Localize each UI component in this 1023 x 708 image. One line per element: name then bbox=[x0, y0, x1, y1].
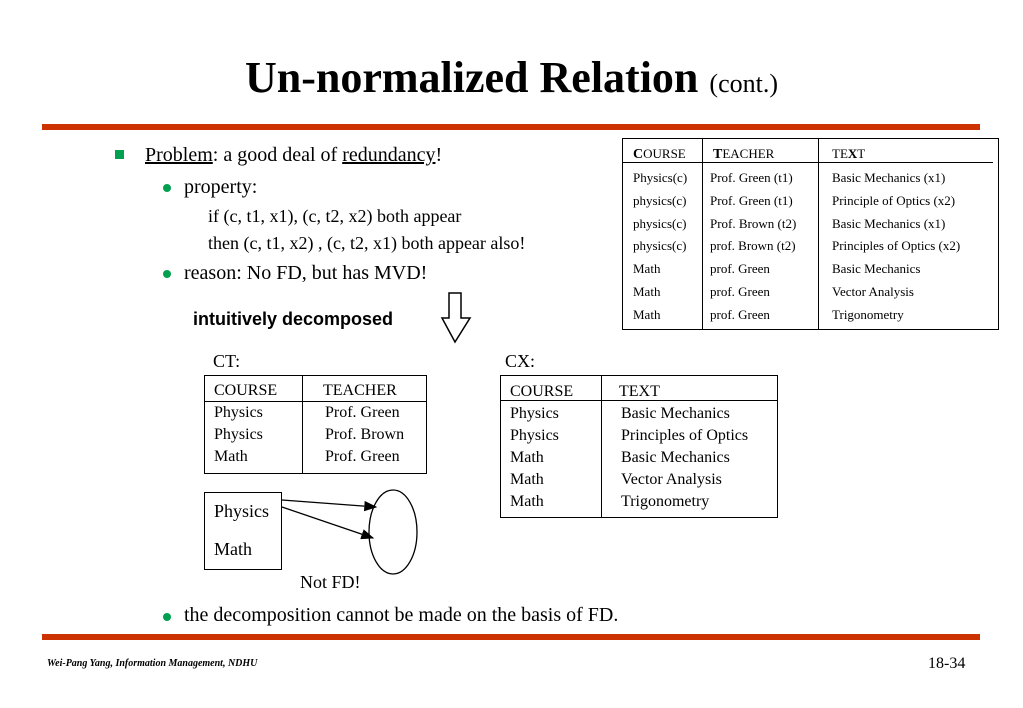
ctx-cell: physics(c) bbox=[633, 192, 687, 208]
title-main: Un-normalized Relation bbox=[245, 53, 699, 102]
square-bullet-icon bbox=[115, 150, 124, 159]
not-fd-label: Not FD! bbox=[300, 572, 361, 592]
footer-page-number: 18-34 bbox=[928, 655, 966, 672]
ctx-header-rule bbox=[623, 162, 993, 163]
arrow-physics-2 bbox=[281, 506, 375, 540]
if-line: if (c, t1, x1), (c, t2, x2) both appear bbox=[208, 206, 462, 226]
cx-cell: Trigonometry bbox=[621, 493, 710, 510]
ctx-header-text: TEXT bbox=[832, 146, 866, 161]
bottom-divider bbox=[42, 634, 980, 640]
mapping-arrows bbox=[281, 489, 418, 575]
problem-end: ! bbox=[435, 144, 443, 166]
cx-cell: Math bbox=[510, 449, 544, 466]
ct-col-divider bbox=[302, 376, 303, 473]
dot-bullet-icon bbox=[163, 613, 171, 621]
ctx-cell: prof. Green bbox=[710, 306, 770, 322]
ct-cell: Prof. Green bbox=[325, 448, 400, 465]
ctx-col-divider bbox=[702, 139, 703, 329]
ctx-cell: Math bbox=[633, 284, 661, 299]
ctx-cell: prof. Green bbox=[710, 284, 770, 299]
ct-label: CT: bbox=[213, 351, 241, 371]
ctx-cell: physics(c) bbox=[633, 238, 687, 254]
ct-cell: Physics bbox=[214, 404, 263, 421]
cx-cell: Vector Analysis bbox=[621, 471, 722, 488]
footer-author: Wei-Pang Yang, Information Management, N… bbox=[47, 658, 258, 669]
slide-title: Un-normalized Relation (cont.) bbox=[0, 52, 1023, 103]
cx-cell: Basic Mechanics bbox=[621, 449, 730, 466]
mapping-range-ellipse bbox=[368, 489, 418, 575]
dot-bullet-icon bbox=[163, 184, 171, 192]
cx-label: CX: bbox=[505, 351, 536, 371]
cx-cell: Principles of Optics bbox=[621, 427, 749, 444]
ctx-cell: Math bbox=[633, 261, 661, 277]
intuitively-label: intuitively decomposed bbox=[193, 309, 394, 329]
property-text: property: bbox=[184, 176, 258, 198]
problem-mid: : a good deal of bbox=[212, 144, 343, 166]
cx-header-course: COURSE bbox=[510, 383, 574, 400]
ctx-cell: prof. Brown (t2) bbox=[710, 238, 796, 254]
ct-header-teacher: TEACHER bbox=[323, 382, 397, 399]
mapping-item-math: Math bbox=[214, 539, 252, 559]
cx-cell: Basic Mechanics bbox=[621, 405, 730, 422]
ctx-cell: physics(c) bbox=[633, 215, 687, 231]
ctx-cell: Vector Analysis bbox=[832, 284, 914, 299]
ctx-cell: prof. Green bbox=[710, 261, 770, 277]
decomp-text: the decomposition cannot be made on the … bbox=[184, 604, 619, 626]
dot-bullet-icon bbox=[163, 270, 171, 278]
ctx-cell: Prof. Brown (t2) bbox=[710, 215, 797, 231]
cx-header-text: TEXT bbox=[619, 383, 660, 400]
mapping-domain-box: Physics Math bbox=[204, 492, 282, 570]
ct-cell: Physics bbox=[214, 426, 263, 443]
problem-word: Problem bbox=[145, 144, 213, 166]
cx-col-divider bbox=[601, 376, 602, 517]
redundancy-word: redundancy bbox=[342, 144, 436, 166]
ctx-cell: Trigonometry bbox=[832, 306, 904, 322]
arrow-physics bbox=[281, 499, 378, 512]
ctx-header-teacher: TEACHER bbox=[713, 146, 775, 162]
mapping-item-physics: Physics bbox=[214, 501, 270, 521]
ctx-table: COURSE TEACHER TEXT Physics(c) Prof. Gree… bbox=[622, 138, 999, 330]
ctx-header-course: COURSE bbox=[633, 146, 686, 162]
ct-header-course: COURSE bbox=[214, 382, 278, 399]
then-line: then (c, t1, x2) , (c, t2, x1) both appe… bbox=[208, 233, 526, 253]
cx-cell: Math bbox=[510, 471, 544, 488]
reason-text: reason: No FD, but has MVD! bbox=[184, 262, 428, 284]
ctx-cell: Basic Mechanics bbox=[832, 261, 921, 277]
top-divider bbox=[42, 124, 980, 130]
cx-header-rule bbox=[501, 400, 777, 401]
cx-cell: Physics bbox=[510, 405, 559, 422]
ct-cell: Prof. Brown bbox=[325, 426, 405, 443]
ctx-cell: Math bbox=[633, 306, 661, 322]
ctx-cell: Prof. Green (t1) bbox=[710, 170, 793, 185]
ct-cell: Math bbox=[214, 448, 248, 465]
ctx-cell: Principles of Optics (x2) bbox=[832, 238, 961, 254]
ctx-cell: Principle of Optics (x2) bbox=[832, 192, 956, 208]
down-arrow-icon bbox=[440, 292, 472, 344]
ctx-cell: Physics(c) bbox=[633, 170, 688, 185]
cx-cell: Math bbox=[510, 493, 544, 510]
cx-cell: Physics bbox=[510, 427, 559, 444]
ct-header-rule bbox=[205, 401, 426, 402]
ctx-cell: Basic Mechanics (x1) bbox=[832, 215, 946, 231]
ctx-col-divider bbox=[818, 139, 819, 329]
problem-line: Problem: a good deal of redundancy! bbox=[145, 144, 442, 167]
ctx-cell: Prof. Green (t1) bbox=[710, 192, 793, 208]
title-cont: (cont.) bbox=[709, 69, 778, 98]
ctx-cell: Basic Mechanics (x1) bbox=[832, 170, 946, 185]
ct-cell: Prof. Green bbox=[325, 404, 400, 421]
